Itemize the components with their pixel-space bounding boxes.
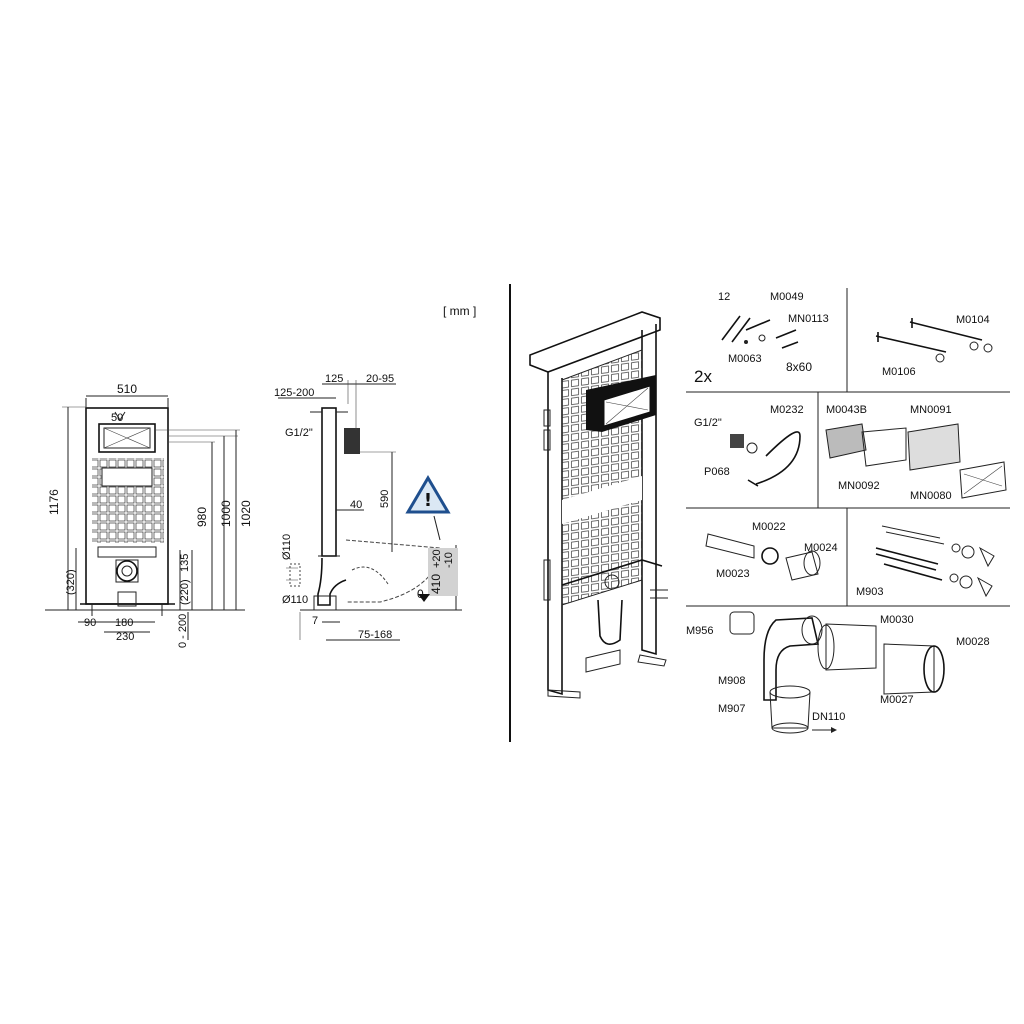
- part-m0106: M0106: [882, 366, 916, 378]
- dim-pipe-110b: Ø110: [282, 594, 308, 606]
- dim-230: 230: [116, 631, 134, 643]
- dim-220: (220): [179, 579, 191, 605]
- part-m903: M903: [856, 586, 884, 598]
- dim-1176: 1176: [47, 489, 61, 515]
- part-m0023: M0023: [716, 568, 750, 580]
- service-plates: [825, 423, 1007, 499]
- angle-valve-hose: [730, 431, 801, 487]
- dim-180: 180: [115, 617, 133, 629]
- threaded-rods-set: [875, 525, 995, 598]
- unit-label: [ mm ]: [443, 304, 476, 318]
- frame-3d: [529, 311, 668, 699]
- dim-adjust: 0 - 200: [177, 614, 189, 648]
- tol-plus: +20: [431, 549, 443, 568]
- mounting-rods: [875, 318, 993, 363]
- part-m0030: M0030: [880, 614, 914, 626]
- part-qty-2x: 2x: [694, 367, 712, 386]
- dim-pipe-110a: Ø110: [281, 534, 293, 560]
- dim-510: 510: [117, 382, 137, 396]
- drain-fittings: [729, 611, 945, 734]
- part-mn0092: MN0092: [838, 480, 880, 492]
- dim-40: 40: [350, 499, 362, 511]
- part-dn110: DN110: [812, 711, 845, 723]
- part-m0063: M0063: [728, 353, 762, 365]
- part-m907: M907: [718, 703, 746, 715]
- part-m0049: M0049: [770, 291, 804, 303]
- dim-125-200: 125-200: [274, 387, 314, 399]
- tol-minus: -10: [443, 552, 455, 568]
- dim-7: 7: [312, 615, 318, 627]
- part-m0232: M0232: [770, 404, 804, 416]
- part-m0022: M0022: [752, 521, 786, 533]
- dim-980: 980: [195, 507, 209, 527]
- part-m956: M956: [686, 625, 714, 637]
- part-m0104: M0104: [956, 314, 990, 326]
- front-view: [45, 395, 245, 640]
- flush-pipe-set: [705, 533, 821, 581]
- floor-zero: 0: [417, 587, 424, 601]
- warning-icon: !: [424, 490, 432, 511]
- part-g12: G1/2": [694, 417, 722, 429]
- dim-1020: 1020: [239, 500, 253, 527]
- dim-20-95: 20-95: [366, 373, 394, 385]
- part-m0028: M0028: [956, 636, 990, 648]
- part-screw-size: 8x60: [786, 360, 812, 374]
- part-m0024: M0024: [804, 542, 838, 554]
- parts-grid: [686, 288, 1010, 607]
- seat-height: 410: [429, 574, 443, 594]
- part-qty-12: 12: [718, 291, 730, 303]
- part-mn0113: MN0113: [788, 313, 829, 325]
- thread-g12: G1/2": [285, 427, 313, 439]
- part-mn0080: MN0080: [910, 490, 952, 502]
- part-m0043b: M0043B: [826, 404, 867, 416]
- side-view: !: [278, 380, 462, 641]
- part-m908: M908: [718, 675, 746, 687]
- dim-125: 125: [325, 373, 343, 385]
- part-mn0091: MN0091: [910, 404, 952, 416]
- dim-320: (320): [65, 569, 77, 595]
- dim-75-168: 75-168: [358, 629, 392, 641]
- dim-90: 90: [84, 617, 96, 629]
- part-m0027: M0027: [880, 694, 914, 706]
- dim-50: 50: [111, 412, 123, 424]
- part-p068: P068: [704, 466, 730, 478]
- anchor-bolts-set: [721, 315, 799, 349]
- dim-590: 590: [379, 490, 391, 508]
- dim-1000: 1000: [219, 500, 233, 527]
- dim-135: 135: [179, 554, 191, 572]
